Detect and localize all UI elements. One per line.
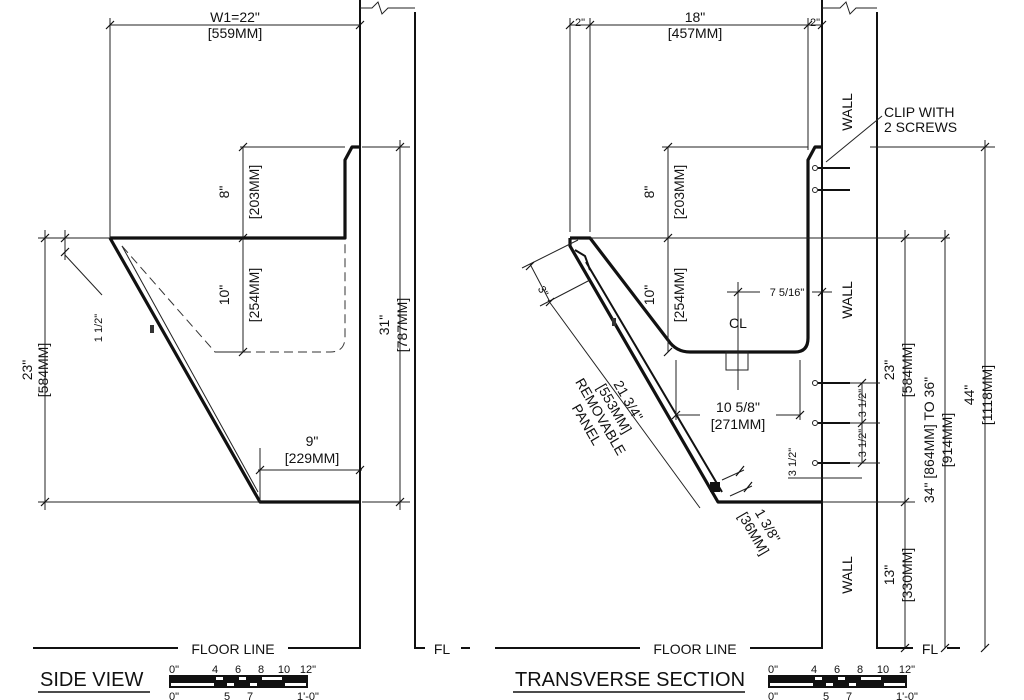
urinal-side-outline bbox=[108, 145, 360, 504]
scale-label: 6 bbox=[235, 664, 241, 676]
bowl-bottom-dim: 10 5/8" bbox=[716, 399, 760, 415]
right-margin-dim: 2" bbox=[810, 17, 820, 29]
clip-label-2: 2 SCREWS bbox=[884, 119, 957, 135]
scale-label: 7 bbox=[846, 691, 852, 700]
total-height-dim: 44" bbox=[961, 385, 977, 406]
transverse-section: FLOOR LINE FL CL 2" 2" 18" [457MM] 8" [2… bbox=[495, 0, 995, 700]
scale-label: 10 bbox=[278, 664, 290, 676]
wall-line bbox=[33, 0, 361, 649]
base-height-dim-mm: [330MM] bbox=[899, 548, 915, 602]
bowl-bottom-dim-mm: [271MM] bbox=[711, 416, 765, 432]
upper-height-dim: 8" bbox=[641, 186, 657, 199]
upper-height-dim: 8" bbox=[216, 186, 232, 199]
total-height-dim: 31" bbox=[376, 315, 392, 336]
urinal-inner-line bbox=[121, 245, 259, 493]
front-height-dim: 23" bbox=[881, 360, 897, 381]
bowl-depth-dim-mm: [254MM] bbox=[246, 268, 262, 322]
scale-label: 4 bbox=[212, 664, 218, 676]
screw-spacing-1: 3 1/2" bbox=[857, 389, 869, 417]
bowl-depth-dim: 10" bbox=[641, 285, 657, 306]
upper-height-dim-mm: [203MM] bbox=[246, 165, 262, 219]
clip-label-1: CLIP WITH bbox=[884, 104, 955, 120]
width-dim-mm: [559MM] bbox=[208, 25, 262, 41]
wall-label: WALL bbox=[839, 93, 855, 131]
screw-spacing-2: 3 1/2" bbox=[857, 429, 869, 457]
scale-label: 6 bbox=[834, 664, 840, 676]
scale-label: 8 bbox=[258, 664, 264, 676]
scale-label: 10 bbox=[877, 664, 889, 676]
wall-label: WALL bbox=[839, 556, 855, 594]
bowl-hidden-line bbox=[121, 240, 346, 353]
scale-label: 12" bbox=[899, 664, 915, 676]
wall-label: WALL bbox=[839, 281, 855, 319]
scale-label: 0" bbox=[169, 691, 179, 700]
fl-label: FL bbox=[922, 641, 939, 657]
base-width-dim-mm: [229MM] bbox=[285, 450, 339, 466]
front-height-dim-mm: [584MM] bbox=[35, 343, 51, 397]
front-height-dim-mm: [584MM] bbox=[899, 343, 915, 397]
screw-spacing-3: 3 1/2" bbox=[787, 448, 799, 476]
base-width-dim: 9" bbox=[306, 433, 319, 449]
transverse-section-title: TRANSVERSE SECTION bbox=[515, 669, 745, 691]
scale-label: 1'-0" bbox=[896, 691, 918, 700]
scale-label: 0" bbox=[768, 664, 778, 676]
scale-label: 12" bbox=[300, 664, 316, 676]
wall-back-line bbox=[414, 12, 470, 649]
rim-height-dim: 34" [864MM] TO 36" bbox=[921, 377, 937, 503]
side-view-title: SIDE VIEW bbox=[40, 669, 143, 691]
wall-line bbox=[495, 0, 823, 649]
panel-offset-dim: 3" bbox=[535, 284, 550, 299]
width-dim-mm: [457MM] bbox=[668, 25, 722, 41]
scale-label: 5 bbox=[224, 691, 230, 700]
scale-label: 8 bbox=[857, 664, 863, 676]
lip-dim: 1 1/2" bbox=[93, 314, 105, 342]
left-margin-dim: 2" bbox=[575, 17, 585, 29]
total-height-dim-mm: [1118MM] bbox=[979, 365, 995, 425]
scale-bar: 0" 4 6 8 10 12" 0" 5 7 1'-0" bbox=[768, 664, 918, 700]
side-view: FLOOR LINE FL W1=22" [559MM] 8" [203MM] … bbox=[19, 0, 470, 700]
scale-label: 4 bbox=[811, 664, 817, 676]
width-dim: 18" bbox=[685, 9, 706, 25]
width-dim: W1=22" bbox=[210, 9, 260, 25]
centerline-symbol: CL bbox=[729, 315, 747, 331]
break-symbol bbox=[360, 1, 415, 15]
scale-label: 1'-0" bbox=[297, 691, 319, 700]
front-height-dim: 23" bbox=[19, 360, 35, 381]
rim-height-dim-mm: [914MM] bbox=[939, 413, 955, 467]
total-height-dim-mm: [787MM] bbox=[394, 298, 410, 352]
scale-label: 0" bbox=[768, 691, 778, 700]
scale-label: 0" bbox=[169, 664, 179, 676]
scale-label: 7 bbox=[247, 691, 253, 700]
base-height-dim: 13" bbox=[881, 565, 897, 586]
floor-line-label: FLOOR LINE bbox=[191, 641, 274, 657]
floor-line-label: FLOOR LINE bbox=[653, 641, 736, 657]
removable-panel bbox=[574, 249, 723, 493]
fl-label: FL bbox=[434, 641, 451, 657]
scale-bar: 0" 4 6 8 10 12" 0" 5 7 1'-0" bbox=[169, 664, 319, 700]
scale-label: 5 bbox=[823, 691, 829, 700]
bowl-depth-dim: 10" bbox=[216, 285, 232, 306]
centerline-offset-dim: 7 5/16" bbox=[770, 287, 805, 299]
upper-height-dim-mm: [203MM] bbox=[671, 165, 687, 219]
wall-screws bbox=[812, 165, 850, 466]
urinal-section-outline bbox=[568, 145, 822, 504]
bowl-depth-dim-mm: [254MM] bbox=[671, 268, 687, 322]
